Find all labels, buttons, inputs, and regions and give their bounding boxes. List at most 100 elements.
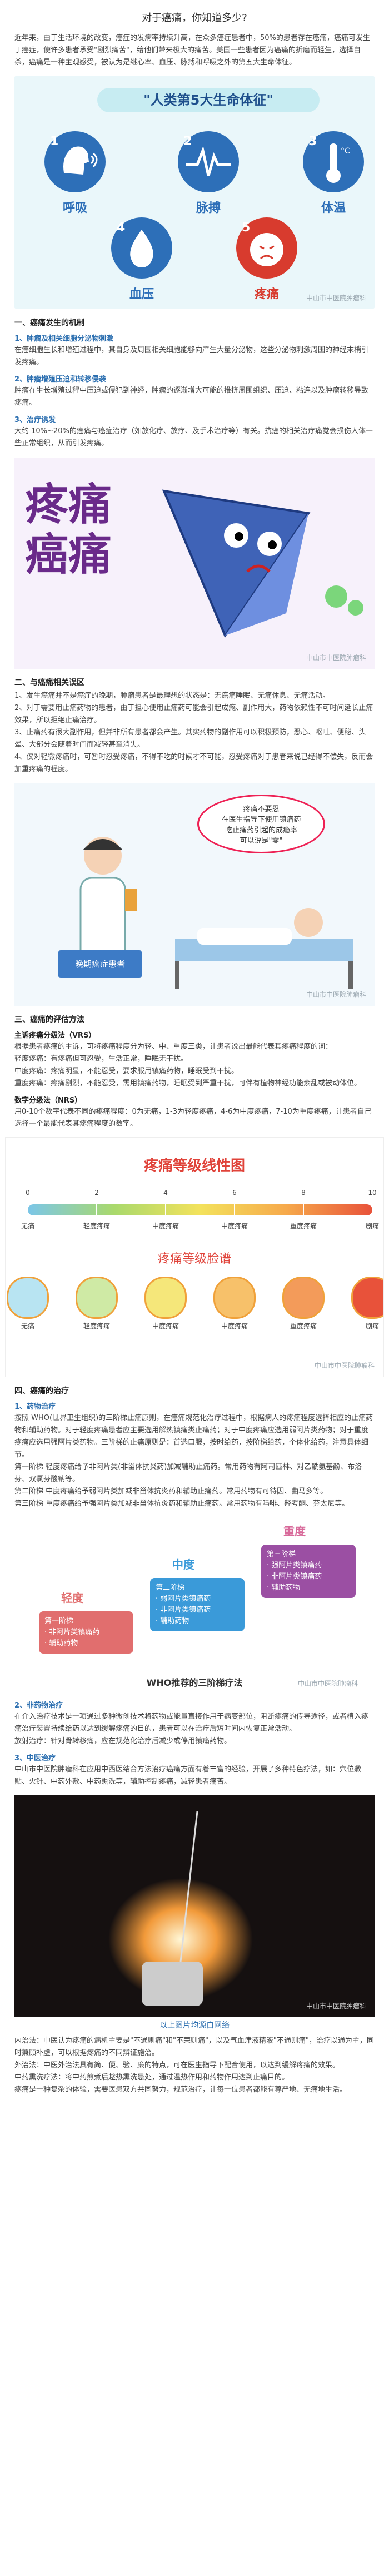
pain-scale-tick-label: 轻度疼痛 <box>83 1222 110 1230</box>
pain-face-icon <box>250 233 283 266</box>
watermark: 中山市中医院肿瘤科 <box>297 1680 358 1687</box>
misconception-item: 2、对于需要用止痛药物的患者，由于担心使用止痛药可能会引起成瘾、副作用大，药物依… <box>14 704 373 724</box>
section1-p3-title: 3、治疗诱发 <box>14 416 56 424</box>
pain-face-icon <box>76 1277 118 1319</box>
pain-scale-tick-value: 0 <box>26 1189 30 1197</box>
vital-label: 呼吸 <box>62 201 87 215</box>
pain-face-icon <box>7 1277 49 1319</box>
non-drug-title: 2、非药物治疗 <box>14 1701 63 1710</box>
nrs-title: 数字分级法（NRS） <box>14 1096 82 1105</box>
ladder-severe: 重度 <box>283 1525 306 1538</box>
pain-scale-tick-value: 6 <box>232 1189 237 1197</box>
pain-level: 中度疼痛：疼痛明显，不能忍受，要求服用镇痛药物，睡眠受到干扰。 <box>14 1067 239 1075</box>
tcm-title: 3、中医治疗 <box>14 1754 56 1763</box>
ladder-caption: WHO推荐的三阶梯疗法 <box>146 1677 243 1688</box>
pain-face-label: 剧痛 <box>365 1322 379 1330</box>
pain-face-icon <box>144 1277 187 1319</box>
radiotherapy-text: 放射治疗：针对骨转移痛，应在规范化治疗后减少或停用镇痛药物。 <box>14 1737 232 1745</box>
section4-heading: 四、癌痛的治疗 <box>14 1387 69 1396</box>
pain-scale-tick-value: 8 <box>301 1189 306 1197</box>
pain-scale-tick <box>165 1200 166 1220</box>
pain-scale-tick-value: 4 <box>163 1189 168 1197</box>
pain-scale-title: 疼痛等级线性图 <box>143 1158 245 1174</box>
pain-face-label: 中度疼痛 <box>152 1322 179 1330</box>
vital-label: 体温 <box>321 201 346 215</box>
ladder-step-1: 第一阶梯 · 非阿片类镇痛药 · 辅助药物 <box>39 1611 133 1654</box>
closing-paragraph: 内治法：中医认为疼痛的病机主要是"不通则痛"和"不荣则痛"，以及气血津液精液"不… <box>14 2037 374 2057</box>
vital-breathing: 1 呼吸 <box>44 131 106 216</box>
misconception-item: 1、发生癌痛并不是癌症的晚期，肿瘤患者是最理想的状态是：无癌痛睡眠、无痛休息、无… <box>14 692 330 700</box>
pain-illustration: 疼痛 癌痛 中山市中医院肿瘤科 <box>14 458 375 669</box>
pain-scale-tick <box>303 1200 304 1220</box>
watermark: 中山市中医院肿瘤科 <box>314 1362 375 1369</box>
pain-scale-tick-label: 中度疼痛 <box>152 1222 179 1230</box>
watermark: 中山市中医院肿瘤科 <box>306 2002 366 2010</box>
ladder-moderate: 中度 <box>172 1558 194 1571</box>
watermark: 中山市中医院肿瘤科 <box>306 654 366 662</box>
who-ladder-image: 轻度 中度 重度 第一阶梯 · 非阿片类镇痛药 · 辅助药物 第二阶梯 · 弱阿… <box>22 1517 367 1695</box>
ladder-step-text: 第二阶梯 中度疼痛给予弱阿片类加减非甾体抗炎药和辅助止痛药。常用药物有可待因、曲… <box>14 1487 328 1496</box>
pain-scale-tick-value: 2 <box>94 1189 99 1197</box>
vital-blood-pressure: 4 血压 <box>111 217 172 302</box>
pain-scale-tick-label: 中度疼痛 <box>221 1222 248 1230</box>
vital-label: 疼痛 <box>254 287 279 301</box>
drug-therapy-text: 按照 WHO(世界卫生组织)的三阶梯止痛原则，在癌痛规范化治疗过程中，根据病人的… <box>14 1414 373 1459</box>
breathing-icon <box>63 146 98 175</box>
section1-p1: 在癌细胞生长和增殖过程中，其自身及周围相关细胞能够向产生大量分泌物，这些分泌物刺… <box>14 346 369 366</box>
watermark: 中山市中医院肿瘤科 <box>306 294 366 302</box>
pain-faces-title: 疼痛等级脸谱 <box>157 1252 231 1266</box>
ladder-mild: 轻度 <box>61 1591 83 1605</box>
pain-scale-tick-label: 剧痛 <box>365 1222 379 1230</box>
vital-label: 脉搏 <box>196 201 221 215</box>
intro-paragraph: 近年来，由于生活环境的改变，癌症的发病率持续升高，在众多癌症患者中，50%的患者… <box>14 34 370 67</box>
article-title: 对于癌痛，你知道多少? <box>142 12 247 24</box>
vrs-title: 主诉疼痛分级法（VRS） <box>14 1031 96 1040</box>
vital-signs-banner: "人类第5大生命体征" <box>97 88 320 112</box>
section1-p1-title: 1、肿瘤及相关细胞分泌物刺激 <box>14 335 114 343</box>
pain-face-icon <box>282 1277 325 1319</box>
speech-bubble: 疼痛不要忍 在医生指导下使用镇痛药 吃止痛药引起的成瘾率 可以说是"零" <box>197 795 325 853</box>
flame-needle-graphic <box>108 1811 253 2006</box>
non-drug-text: 在介入治疗技术是一项通过多种微创技术将药物或能量直接作用于病变部位，阻断疼痛的传… <box>14 1713 369 1733</box>
pain-scale-tick <box>372 1200 373 1220</box>
pain-scale-tick <box>234 1200 235 1220</box>
pain-level: 重度疼痛：疼痛剧烈，不能忍受，需用镇痛药物，睡眠受到严重干扰，可伴有植物神经功能… <box>14 1079 362 1088</box>
misconception-item: 4、仅对轻微疼痛时，可暂时忍受疼痛，不得不吃的时候才不可能，忍受疼痛对于患者来说… <box>14 753 373 773</box>
doctor-patient-cartoon: 疼痛不要忍 在医生指导下使用镇痛药 吃止痛药引起的成瘾率 可以说是"零" 晚期癌… <box>14 783 375 1006</box>
ladder-step-text: 第三阶梯 重度疼痛给予强阿片类加减非甾体抗炎药和辅助止痛药。常用药物有吗啡、羟考… <box>14 1500 350 1508</box>
section1-p2-title: 2、肿瘤增殖压迫和转移侵袭 <box>14 375 107 384</box>
closing-paragraph: 中药熏洗疗法：将中药煎煮后趁热熏洗患处，通过温热作用和药物作用达到止痛目的。 <box>14 2073 290 2082</box>
pain-scale-tick <box>27 1200 28 1220</box>
photo-caption: 以上图片均源自网络 <box>159 2021 230 2030</box>
svg-text:°C: °C <box>341 147 350 156</box>
vital-label: 血压 <box>129 287 154 301</box>
drug-therapy-title: 1、药物治疗 <box>14 1403 56 1411</box>
pain-characters: 疼痛 癌痛 <box>25 480 112 580</box>
pain-scale-image: 疼痛等级线性图 0 无痛 2 轻度疼痛 4 中度疼痛 6 中度疼痛 8 重度疼痛 10 剧痛 疼痛等级… <box>5 1137 384 1377</box>
section1-p2: 肿瘤在生长增殖过程中压迫或侵犯到神经，肿瘤的逐渐增大可能的推挤周围组织、压迫、粘… <box>14 386 369 407</box>
pain-scale-tick-label: 无痛 <box>21 1222 34 1230</box>
vital-temperature: 3 °C 体温 <box>303 131 364 216</box>
ladder-step-text: 第一阶梯 轻度疼痛给予非阿片类(非甾体抗炎药)加减辅助止痛药。常用药物有阿司匹林… <box>14 1463 362 1483</box>
pain-face-label: 重度疼痛 <box>290 1322 317 1330</box>
pain-scale-tick-value: 10 <box>368 1189 377 1197</box>
section1-p3: 大约 10%~20%的癌痛与癌症治疗（如放化疗、放疗、及手术治疗等）有关。抗癌的… <box>14 427 373 448</box>
misconception-item: 3、止痛药有很大副作用，但并非所有患者都会产生。其实药物的副作用可以积极预防，恶… <box>14 728 366 749</box>
fire-needle-photo: 中山市中医院肿瘤科 <box>14 1795 375 2017</box>
thermometer-icon: °C <box>326 143 350 183</box>
watermark: 中山市中医院肿瘤科 <box>306 991 366 999</box>
closing-paragraph: 疼痛是一种复杂的体验，需要医患双方共同努力，规范治疗，让每一位患者都能有尊严地、… <box>14 2086 347 2094</box>
section3-heading: 三、癌痛的评估方法 <box>14 1015 84 1024</box>
vital-pain: 5 疼痛 <box>236 217 297 302</box>
pain-scale-bar <box>28 1204 372 1215</box>
vital-pulse: 2 脉搏 <box>178 131 239 216</box>
pain-character-cartoon <box>162 489 363 638</box>
hospital-bed <box>175 908 353 989</box>
pain-level: 轻度疼痛：有疼痛但可忍受，生活正常，睡眠无干扰。 <box>14 1055 188 1063</box>
pain-face-label: 中度疼痛 <box>221 1322 248 1330</box>
pain-scale-tick <box>96 1200 97 1220</box>
nrs-text: 用0-10个数字代表不同的疼痛程度：0为无痛，1-3为轻度疼痛，4-6为中度疼痛… <box>14 1108 372 1128</box>
pain-face-icon <box>351 1277 383 1319</box>
section1-heading: 一、癌痛发生的机制 <box>14 319 84 327</box>
